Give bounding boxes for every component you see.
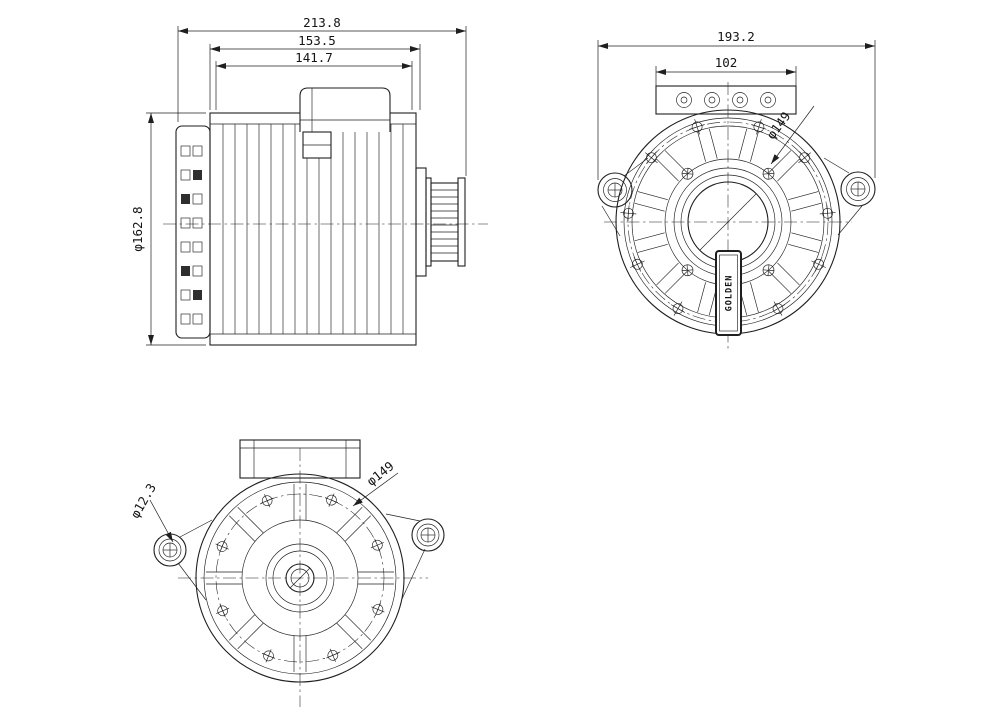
callout-ear-hole-text: φ12.3 [127,481,159,521]
callout-ear-hole: φ12.3 [127,481,174,543]
front-ribs [634,128,822,316]
front-screws [681,167,775,277]
dim-fin-section-length-text: 141.7 [295,50,333,65]
dim-body-diameter-text: φ162.8 [130,206,145,251]
dim-mounting-width-text: 193.2 [717,29,755,44]
dim-housing-length-text: 153.5 [298,33,336,48]
end-cap [175,125,211,339]
front-bolt-holes [620,119,836,316]
nameplate-text: GOLDEN [725,275,735,312]
dim-overall-length: 213.8 [177,15,467,176]
front-left-ear [597,157,649,237]
terminal-block [655,85,797,115]
dim-body-diameter: φ162.8 [130,112,206,346]
dim-terminal-block-width: 102 [655,55,797,88]
dim-overall-length-text: 213.8 [303,15,341,30]
terminal-box [299,87,391,159]
bottom-ribs [206,484,394,672]
callout-front-bolt-circle: φ149 [763,105,815,165]
front-view: GOLDEN 193.2 102 φ149 [597,29,876,352]
bottom-cover [195,473,405,683]
dim-mounting-width: 193.2 [597,29,876,180]
dim-housing-length: 153.5 [209,33,421,110]
bottom-left-ear [153,519,213,601]
dim-fin-section-length: 141.7 [215,50,413,110]
cooling-fins [222,124,404,334]
mounting-foot [239,439,361,479]
callout-bottom-bolt-circle-text: φ149 [364,458,397,488]
bottom-view: φ12.3 φ149 [127,439,445,707]
side-view: 213.8 153.5 141.7 φ162.8 [130,15,488,346]
bottom-right-ear [385,513,445,600]
front-right-ear [823,157,876,236]
dim-terminal-block-width-text: 102 [715,55,738,70]
nameplate: GOLDEN [715,250,742,336]
bottom-bolt-holes [215,493,385,663]
shaft-pulley [415,167,466,277]
